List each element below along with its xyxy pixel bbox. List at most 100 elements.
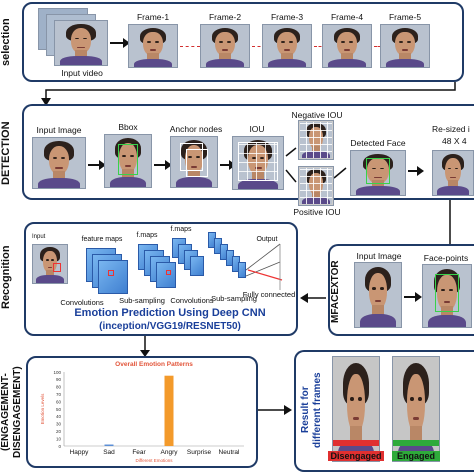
x-tick-label: Angry — [161, 449, 179, 456]
det-bbox-image — [104, 134, 152, 188]
section-label-selection: selection — [0, 18, 12, 66]
emotion-chart: Overall Emotion Patterns0102030405060708… — [40, 361, 244, 463]
frame-1-image — [128, 24, 178, 68]
cnn-input-patch — [53, 263, 61, 272]
result-label-2: different frames — [312, 372, 323, 448]
det-anchor-image — [170, 136, 218, 188]
det-iou-image — [232, 136, 284, 190]
y-tick-label: 80 — [56, 385, 62, 390]
feature-maps-label: feature maps — [81, 236, 123, 243]
results-panel — [294, 350, 474, 472]
face-points-label: Face-points — [423, 253, 469, 263]
frame-2-label: Frame-2 — [208, 12, 242, 22]
x-tick-label: Surprise — [187, 449, 212, 456]
engaged-image — [392, 356, 440, 462]
convolutions-label-2: Convolutions — [170, 296, 214, 305]
chart-title: Overall Emotion Patterns — [115, 361, 193, 368]
arrow-det-2 — [154, 160, 172, 170]
y-tick-label: 10 — [56, 436, 62, 441]
y-tick-label: 70 — [56, 392, 62, 397]
cnn-input-label: Input — [32, 234, 46, 240]
engaged-label: Engaged — [392, 451, 440, 461]
resized-label-1: Re-sized i — [432, 124, 470, 134]
engaged-bar — [393, 440, 439, 447]
y-tick-label: 100 — [53, 370, 61, 375]
subsample-map-layer — [156, 262, 176, 288]
arrow-det-4 — [408, 166, 424, 176]
conv-map-layer — [190, 256, 204, 276]
chart-panel — [26, 356, 258, 468]
disengaged-image — [332, 356, 380, 462]
frame-3-label: Frame-3 — [270, 12, 304, 22]
section-label-engagement: (ENGAGEMENT-DISENGAGEMENT) — [0, 366, 23, 458]
det-face-label: Detected Face — [350, 138, 406, 148]
detected-face-box — [366, 158, 390, 185]
cnn-subtitle: (inception/VGG19/RESNET50) — [99, 321, 241, 332]
det-input-image — [32, 137, 86, 189]
x-tick-label: Sad — [103, 449, 115, 456]
frame-3-image — [262, 24, 312, 68]
face-points-image — [422, 264, 472, 328]
y-tick-label: 90 — [56, 377, 62, 382]
fmaps-label-1: f.maps — [136, 232, 158, 239]
x-tick-label: Neutral — [219, 449, 241, 456]
anchor-box — [180, 143, 204, 171]
y-tick-label: 60 — [56, 399, 62, 404]
y-tick-label: 40 — [56, 414, 62, 419]
det-bbox-label: Bbox — [118, 122, 138, 132]
det-face-image — [350, 150, 406, 196]
y-tick-label: 50 — [56, 407, 62, 412]
neg-iou-image — [298, 120, 334, 160]
frame-separator — [180, 46, 200, 47]
x-tick-label: Happy — [70, 449, 90, 456]
frame-separator — [374, 46, 384, 47]
frame-5-label: Frame-5 — [388, 12, 422, 22]
bar-sad — [104, 444, 114, 446]
iou-grid — [238, 142, 278, 182]
section-label-detection: DETECTION — [0, 121, 12, 185]
convolutions-label-1: Convolutions — [60, 298, 104, 307]
cnn-input-image — [32, 244, 68, 284]
neg-iou-grid — [299, 121, 333, 159]
y-tick-label: 0 — [58, 444, 61, 449]
frame-1-label: Frame-1 — [136, 12, 170, 22]
arrow-det-1 — [88, 160, 106, 170]
y-axis-label: Emotion Levels — [40, 393, 45, 425]
x-tick-label: Fear — [132, 449, 146, 456]
output-label: Output — [256, 236, 278, 243]
disengaged-label: Disengaged — [328, 451, 384, 461]
pos-iou-label: Positive IOU — [293, 207, 341, 217]
bar-angry — [164, 375, 174, 446]
y-tick-label: 30 — [56, 422, 62, 427]
det-iou-label: IOU — [249, 124, 265, 134]
cnn-title: Emotion Prediction Using Deep CNN — [74, 307, 266, 319]
dense-map-layer — [238, 262, 246, 278]
frame-2-image — [200, 24, 250, 68]
section-label-recognition: Recognition — [0, 245, 12, 309]
mfac-input-label: Input Image — [356, 251, 402, 261]
det-anchor-label: Anchor nodes — [169, 124, 223, 134]
fmaps-label-2: f.maps — [170, 226, 192, 233]
subsample-patch — [166, 270, 171, 275]
fully-connected-label: Fully connected — [242, 290, 296, 299]
feature-map-patch — [108, 270, 114, 276]
det-input-label: Input Image — [36, 125, 82, 135]
frame-separator — [252, 46, 266, 47]
neg-iou-label: Negative IOU — [291, 110, 343, 120]
face-points-box — [435, 273, 459, 313]
frame-4-label: Frame-4 — [330, 12, 364, 22]
input-video-image — [54, 20, 108, 66]
input-video-label: Input video — [61, 68, 103, 78]
frame-4-image — [322, 24, 372, 68]
frame-5-image — [380, 24, 430, 68]
arrow-det-3 — [220, 160, 236, 170]
face-bbox — [117, 144, 139, 175]
anchor-box — [185, 149, 208, 177]
mfacextor-label: MFACEXTOR — [330, 260, 341, 324]
frame-separator — [314, 46, 326, 47]
arrow-video-to-frame1 — [110, 38, 130, 48]
subsampling-label-2: Sub-sampling — [211, 294, 257, 303]
feature-map-layer — [98, 260, 128, 294]
result-label-1: Result for — [300, 386, 311, 434]
subsampling-label-1: Sub-sampling — [119, 296, 165, 305]
